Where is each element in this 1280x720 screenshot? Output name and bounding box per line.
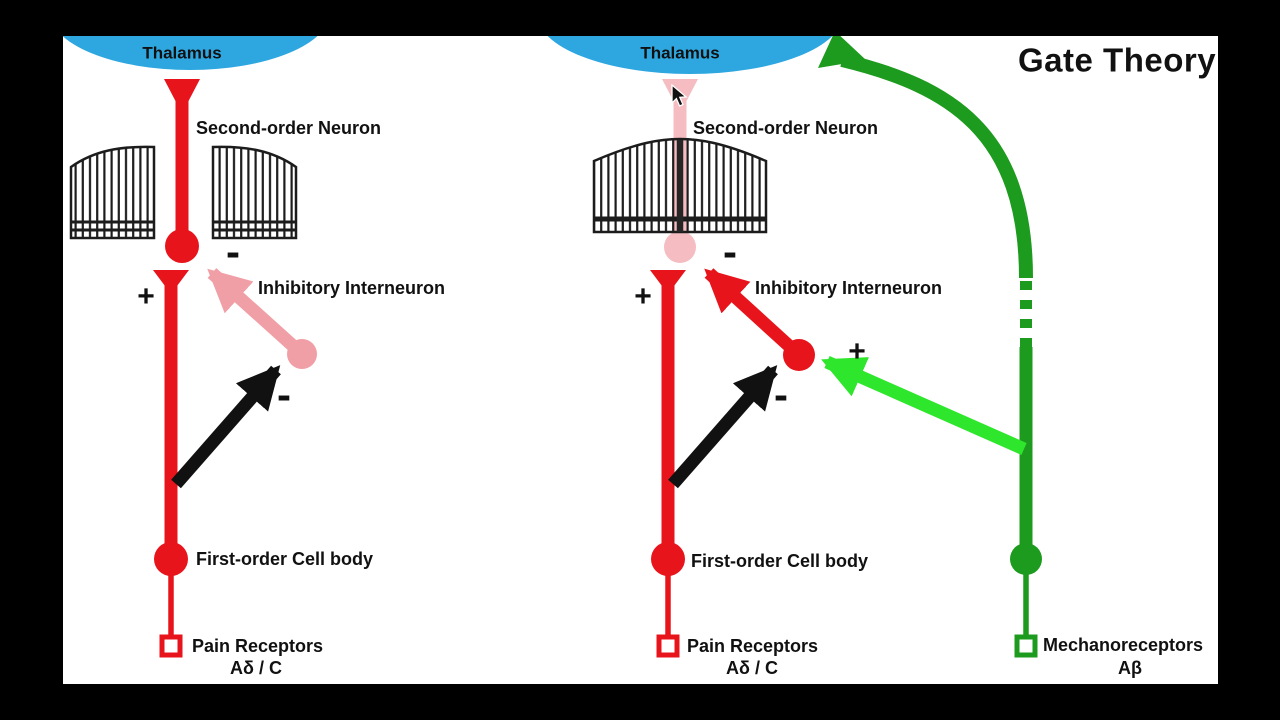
mechanoreceptor-fiber [818,31,1042,658]
gate-door-left [69,145,156,240]
minus-sign-left-synapse: - [226,228,240,275]
second-order-arrowhead-right [662,79,698,102]
mechano-excitatory-branch [821,356,1027,455]
page-title: Gate Theory [1018,41,1217,79]
second-order-synapse-left [165,229,199,263]
pain-receptors-label-right: Pain Receptors [687,636,819,656]
thalamus-label-left: Thalamus [142,43,222,63]
gate-open [69,145,298,240]
inhibitory-label-left: Inhibitory Interneuron [258,278,445,298]
pain-receptors-label-left: Pain Receptors [192,636,324,656]
mouse-cursor-icon [671,83,688,107]
first-order-arrowhead-left [153,270,189,286]
pain-collateral-left [171,365,281,489]
minus-sign-right-collateral: - [774,371,788,418]
letterbox-left [0,0,63,720]
mechano-receptor-terminal [1014,634,1038,658]
second-order-label-left: Second-order Neuron [196,118,382,138]
gate-closed [592,137,768,234]
inhibitory-soma-left [287,339,317,369]
second-order-arrowhead-left [164,79,200,102]
thalamus-label-right: Thalamus [640,43,720,63]
letterbox-bottom [0,684,1280,720]
letterbox-right [1218,0,1280,720]
letterbox-top [0,0,1280,36]
minus-sign-left-collateral: - [277,371,291,418]
inhibitory-soma-right [783,339,815,371]
inhibitory-axon-right [704,268,804,360]
pain-collateral-right [668,365,778,489]
fiber-type-label-right: Aδ / C [726,658,778,678]
mechano-fiber-label: Aβ [1118,658,1142,678]
fiber-type-label-left: Aδ / C [230,658,282,678]
plus-sign-left-main: + [137,280,155,313]
mechano-axon-curve [840,53,1033,279]
pain-receptor-terminal-left [159,634,183,658]
inhibitory-axon-left [207,268,307,359]
minus-sign-right-synapse: - [723,228,737,275]
second-order-label-right: Second-order Neuron [693,118,879,138]
inhibitory-label-right: Inhibitory Interneuron [755,278,942,298]
plus-sign-mechano-synapse: + [848,335,866,368]
pain-receptor-terminal-right [656,634,680,658]
first-order-label-right: First-order Cell body [691,551,869,571]
mechanoreceptors-label: Mechanoreceptors [1043,635,1204,655]
plus-sign-right-main: + [634,280,652,313]
gate-door-right [211,145,298,240]
second-order-synapse-right [664,231,696,263]
first-order-label-left: First-order Cell body [196,549,374,569]
first-order-arrowhead-right [650,270,686,286]
